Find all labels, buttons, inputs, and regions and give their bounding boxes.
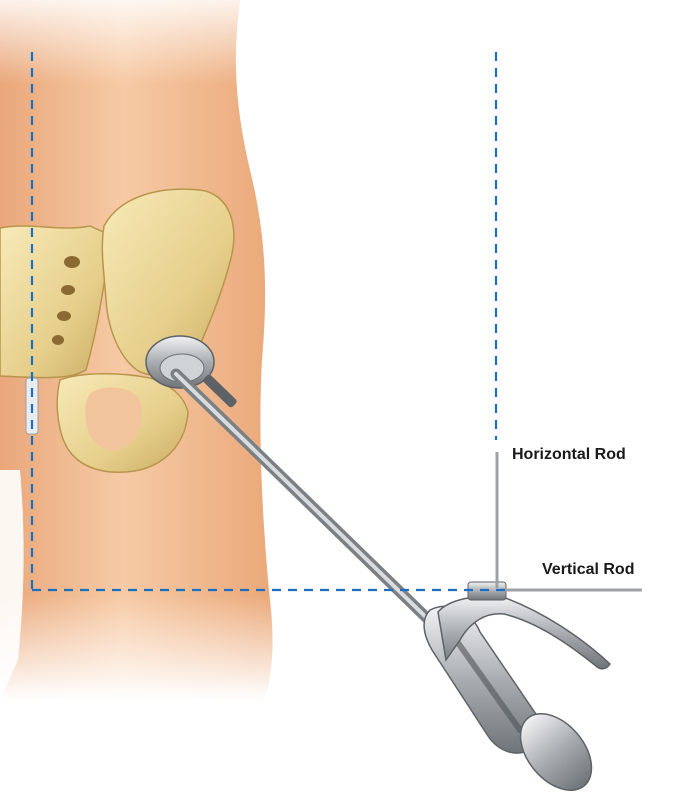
horizontal-rod-label: Horizontal Rod	[512, 446, 626, 464]
vertical-rod-label: Vertical Rod	[542, 561, 634, 579]
